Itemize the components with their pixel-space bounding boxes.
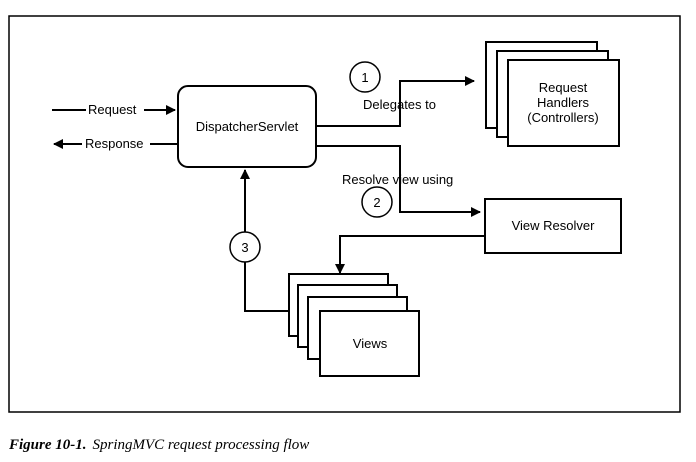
step-1-circle: [349, 61, 381, 93]
step-2-number: 2: [373, 195, 380, 210]
figure-caption: Figure 10-1. SpringMVC request processing…: [9, 437, 309, 454]
step-3-number: 3: [241, 240, 248, 255]
handlers-label-line-1: Request: [539, 80, 588, 95]
step-2-label: Resolve view using: [342, 172, 453, 187]
caption-text: SpringMVC request processing flow: [92, 437, 310, 453]
handlers-label-line-3: (Controllers): [527, 110, 599, 125]
view-resolver-box: [484, 198, 622, 254]
resolve-view-arrow: [316, 145, 481, 217]
step-1-number: 1: [361, 70, 368, 85]
handlers-label-line-2: Handlers: [537, 95, 590, 110]
spring-mvc-flow-diagram: Request Response DispatcherServlet 1 Del…: [8, 15, 681, 413]
diagram-frame: [8, 15, 681, 413]
view-resolver-label: View Resolver: [512, 218, 596, 233]
views-to-dispatcher-arrow: [240, 169, 289, 312]
step-2-circle: [361, 186, 393, 218]
delegates-arrow: [316, 76, 475, 127]
views-label: Views: [353, 336, 388, 351]
handlers-box-front: [507, 59, 620, 147]
request-label: Request: [88, 102, 137, 117]
caption-label: Figure 10-1.: [9, 437, 87, 453]
dispatcher-servlet-label: DispatcherServlet: [196, 119, 299, 134]
views-box-front: [319, 310, 420, 377]
resolver-to-views-arrow: [335, 235, 485, 274]
response-label: Response: [85, 136, 144, 151]
step-3-circle: [229, 231, 261, 263]
step-1-label: Delegates to: [363, 97, 436, 112]
